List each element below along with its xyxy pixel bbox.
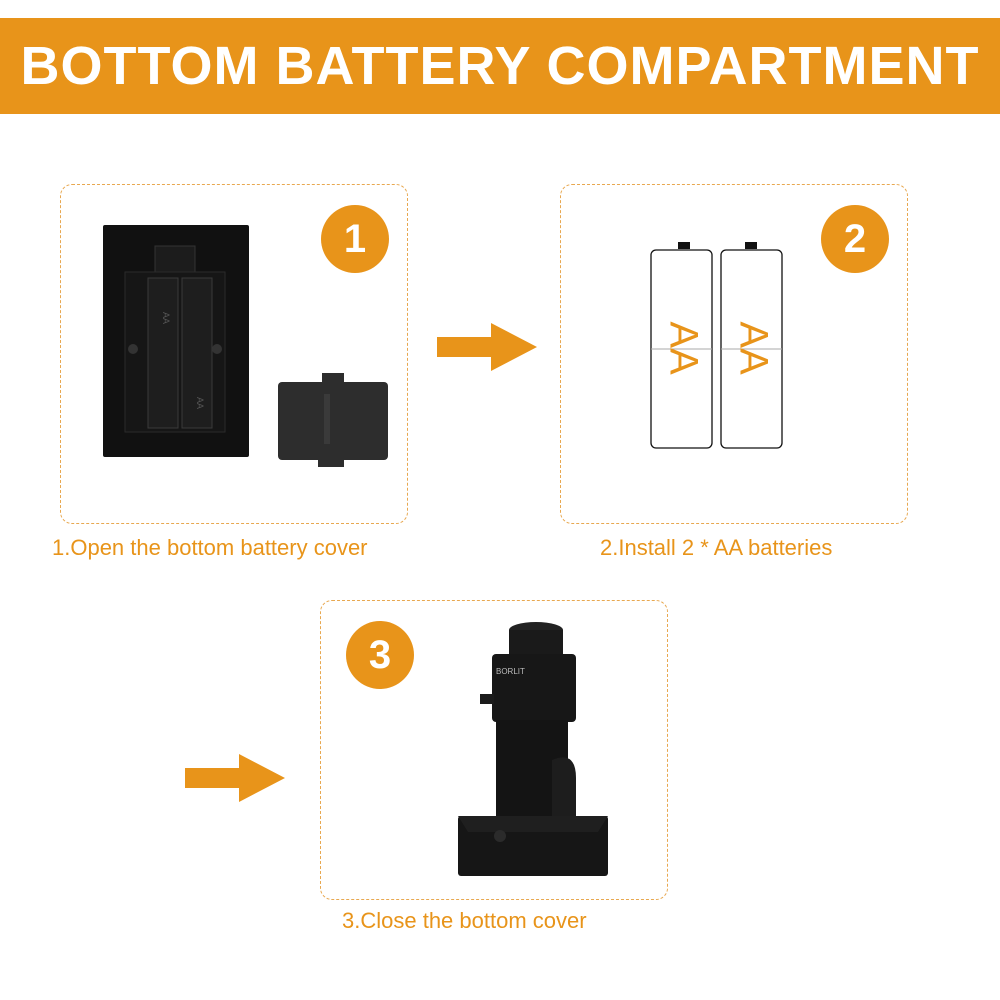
battery-right [720,242,783,449]
battery-compartment-image: AA AA [103,225,388,467]
svg-text:AA: AA [195,397,205,409]
arrow-right-icon [437,323,537,371]
step-3-badge: 3 [346,621,414,689]
step-1-badge: 1 [321,205,389,273]
step-3-caption: 3.Close the bottom cover [342,908,587,933]
step-2-panel [560,184,908,524]
title-banner: BOTTOM BATTERY COMPARTMENT [0,18,1000,114]
battery-cover [278,373,388,467]
battery-label-left: AA [661,321,705,375]
page-title: BOTTOM BATTERY COMPARTMENT [20,36,980,96]
battery-label-right: AA [731,321,775,375]
svg-text:AA: AA [161,312,171,324]
step-1-caption: 1.Open the bottom battery cover [52,535,368,560]
aa-batteries-image: AA AA [650,242,783,449]
device-brand: BORLIT [496,667,525,676]
battery-left [650,242,713,449]
arrow-right-icon [185,754,285,802]
step-1-panel [60,184,408,524]
step-3-panel [320,600,668,900]
step-2-caption: 2.Install 2 * AA batteries [600,535,833,560]
assembled-device-image: BORLIT [458,622,608,876]
step-2-badge: 2 [821,205,889,273]
